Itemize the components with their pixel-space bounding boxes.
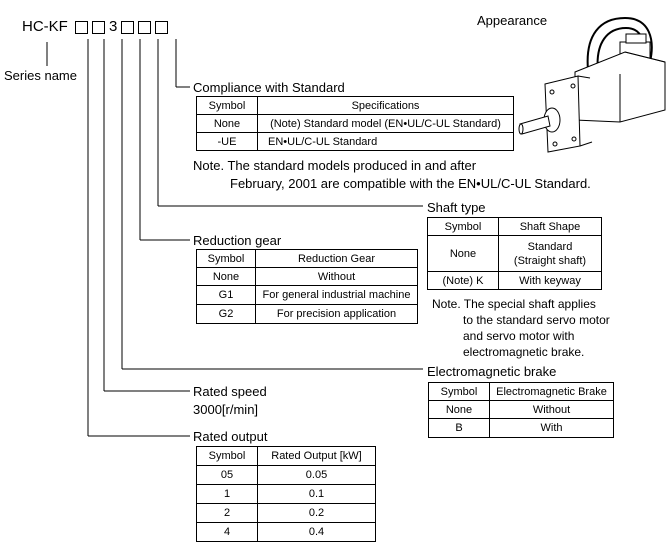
output-table: Symbol Rated Output [kW] 05 0.05 1 0.1 2…: [196, 446, 376, 542]
compliance-header-spec: Specifications: [257, 96, 514, 115]
table-cell: None: [196, 114, 258, 133]
model-prefix: HC-KF: [22, 18, 68, 35]
table-row: 2 0.2: [196, 503, 376, 523]
compliance-table: Symbol Specifications None (Note) Standa…: [196, 96, 514, 151]
table-cell: 0.05: [257, 465, 376, 485]
table-cell: 05: [196, 465, 258, 485]
table-cell: None: [427, 235, 499, 272]
shaft-note-line2: to the standard servo motor: [463, 313, 610, 327]
compliance-note-line1: Note. The standard models produced in an…: [193, 158, 477, 173]
table-cell: Without: [255, 267, 418, 286]
table-cell: (Note) Standard model (EN•UL/C-UL Standa…: [257, 114, 514, 133]
code-box-output-1: [75, 20, 88, 34]
table-cell: G2: [196, 304, 256, 324]
reduction-header-symbol: Symbol: [196, 249, 256, 268]
model-speed-digit: 3: [109, 18, 118, 35]
table-row: 4 0.4: [196, 522, 376, 542]
table-cell: B: [428, 418, 490, 438]
table-cell: 0.4: [257, 522, 376, 542]
brake-title: Electromagnetic brake: [427, 364, 557, 379]
code-box-shaft: [138, 20, 152, 34]
output-title: Rated output: [193, 429, 268, 444]
table-cell: 0.1: [257, 484, 376, 504]
table-cell: Standard (Straight shaft): [498, 235, 602, 272]
table-cell: With: [489, 418, 614, 438]
table-cell: 2: [196, 503, 258, 523]
shaft-shape-line1: Standard: [527, 240, 573, 253]
table-cell: None: [196, 267, 256, 286]
table-row: G1 For general industrial machine: [196, 285, 418, 305]
shaft-header-symbol: Symbol: [427, 217, 499, 236]
table-row: -UE EN•UL/C-UL Standard: [196, 132, 514, 151]
table-cell: 4: [196, 522, 258, 542]
table-cell: (Note) K: [427, 271, 499, 290]
code-box-gear: [121, 20, 135, 34]
shaft-shape-line2: (Straight shaft): [513, 254, 587, 267]
table-cell: For precision application: [255, 304, 418, 324]
table-cell: 0.2: [257, 503, 376, 523]
table-row: (Note) K With keyway: [427, 271, 602, 290]
shaft-note-line4: electromagnetic brake.: [463, 345, 585, 359]
table-row: None Without: [428, 400, 614, 419]
table-cell: EN•UL/C-UL Standard: [257, 132, 514, 151]
table-cell: For general industrial machine: [255, 285, 418, 305]
shaft-header-shape: Shaft Shape: [498, 217, 602, 236]
table-row: None Without: [196, 267, 418, 286]
table-cell: -UE: [196, 132, 258, 151]
brake-header-brake: Electromagnetic Brake: [489, 382, 614, 401]
reduction-header-gear: Reduction Gear: [255, 249, 418, 268]
table-row: None (Note) Standard model (EN•UL/C-UL S…: [196, 114, 514, 133]
model-code: HC-KF 3: [22, 18, 172, 35]
speed-title: Rated speed: [193, 384, 267, 399]
servo-motor-illustration: [518, 16, 666, 153]
table-cell: Without: [489, 400, 614, 419]
table-cell: G1: [196, 285, 256, 305]
table-row: 05 0.05: [196, 465, 376, 485]
brake-header-symbol: Symbol: [428, 382, 490, 401]
compliance-title: Compliance with Standard: [193, 80, 345, 95]
table-cell: 1: [196, 484, 258, 504]
series-name-label: Series name: [4, 68, 77, 83]
reduction-title: Reduction gear: [193, 233, 282, 248]
output-header-kw: Rated Output [kW]: [257, 446, 376, 466]
speed-value: 3000[r/min]: [193, 402, 259, 417]
brake-table: Symbol Electromagnetic Brake None Withou…: [428, 382, 614, 438]
table-row: B With: [428, 418, 614, 438]
shaft-title: Shaft type: [427, 200, 486, 215]
output-header-symbol: Symbol: [196, 446, 258, 466]
table-row: 1 0.1: [196, 484, 376, 504]
code-box-output-2: [92, 20, 105, 34]
table-row: None Standard (Straight shaft): [427, 235, 602, 272]
compliance-header-symbol: Symbol: [196, 96, 258, 115]
code-box-standard: [155, 20, 169, 34]
shaft-note-line3: and servo motor with: [463, 329, 575, 343]
shaft-note-line1: Note. The special shaft applies: [432, 297, 596, 311]
reduction-table: Symbol Reduction Gear None Without G1 Fo…: [196, 249, 418, 324]
table-cell: With keyway: [498, 271, 602, 290]
compliance-note-line2: February, 2001 are compatible with the E…: [230, 176, 591, 191]
table-cell: None: [428, 400, 490, 419]
table-row: G2 For precision application: [196, 304, 418, 324]
shaft-table: Symbol Shaft Shape None Standard (Straig…: [427, 217, 602, 290]
appearance-label: Appearance: [477, 13, 548, 28]
